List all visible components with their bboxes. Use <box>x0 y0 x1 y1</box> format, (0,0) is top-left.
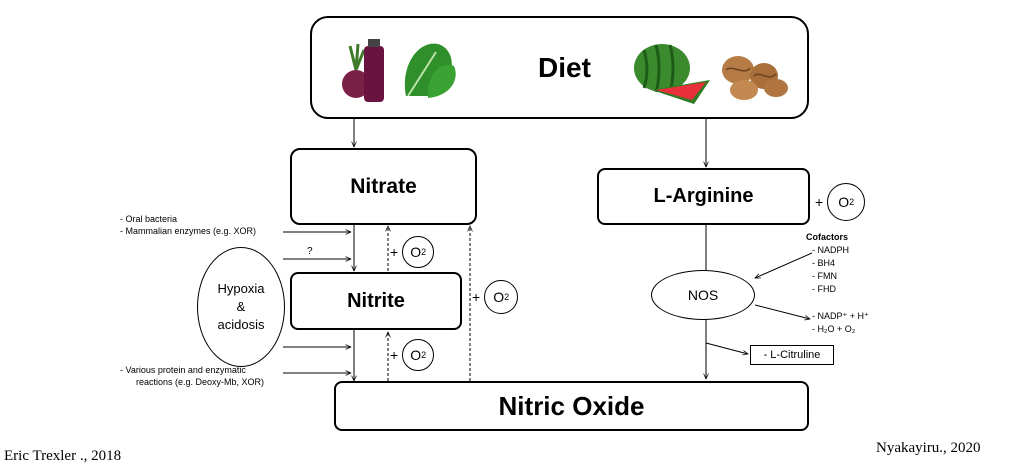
arrow-nos-products <box>754 304 810 319</box>
nitrite-box: Nitrite <box>290 272 462 330</box>
oxygen-subscript: 2 <box>849 197 855 207</box>
nitrate-box: Nitrate <box>290 148 477 225</box>
nitrite-label: Nitrite <box>347 289 405 312</box>
diet-label: Diet <box>538 51 591 83</box>
cofactor-item: - BH4 <box>812 258 836 268</box>
cofactor-item: - FMN <box>812 271 837 281</box>
oxygen-subscript: 2 <box>421 350 427 360</box>
l-arginine-label: L-Arginine <box>653 185 754 207</box>
note-various-reactions: - Various protein and enzymatic <box>120 365 246 375</box>
cofactors-title: Cofactors <box>806 232 849 242</box>
nos-ellipse: NOS <box>651 270 755 320</box>
cofactor-item: - NADPH <box>812 245 850 255</box>
walnuts-icon <box>722 56 788 100</box>
oxygen-symbol: O <box>410 244 422 260</box>
credit-right: Nyakayiru., 2020 <box>876 440 981 456</box>
hypoxia-line3: acidosis <box>217 317 265 332</box>
arrow-cofactors-nos <box>755 252 813 279</box>
oxygen-subscript: 2 <box>421 247 427 257</box>
beetroot-juice-icon <box>342 39 384 102</box>
nitric-oxide-box: Nitric Oxide <box>334 381 809 431</box>
plus-sign: + <box>815 194 824 210</box>
note-deoxy-mb: reactions (e.g. Deoxy-Mb, XOR) <box>136 377 265 387</box>
hypoxia-line2: & <box>236 299 246 314</box>
cofactor-item: - FHD <box>812 284 836 294</box>
oxygen-symbol: O <box>410 347 422 363</box>
citruline-box: - L-Citruline <box>750 345 834 365</box>
plus-sign: + <box>390 347 399 363</box>
oxygen-symbol: O <box>838 194 850 210</box>
product-nadp: - NADP⁺ + H⁺ <box>812 311 869 321</box>
arrow-citruline <box>705 342 748 354</box>
oxygen-subscript: 2 <box>504 292 510 302</box>
l-arginine-box: L-Arginine <box>597 168 810 225</box>
oxygen-symbol: O <box>493 289 505 305</box>
plus-sign: + <box>390 244 399 260</box>
watermelon-icon <box>634 44 710 104</box>
spinach-icon <box>404 43 456 98</box>
note-question: ? <box>307 246 313 257</box>
note-oral-bacteria: - Oral bacteria <box>120 214 178 224</box>
nitric-oxide-label: Nitric Oxide <box>498 390 645 421</box>
citruline-label: - L-Citruline <box>763 349 821 361</box>
credit-left: Eric Trexler ., 2018 <box>4 448 122 464</box>
hypoxia-line1: Hypoxia <box>217 281 265 296</box>
note-mammalian-enzymes: - Mammalian enzymes (e.g. XOR) <box>120 226 257 236</box>
product-water-oxygen: - H₂O + O₂ <box>812 324 856 334</box>
plus-sign: + <box>472 289 481 305</box>
nitrate-label: Nitrate <box>350 174 417 198</box>
hypoxia-ellipse: Hypoxia & acidosis <box>197 247 285 367</box>
nos-label: NOS <box>687 287 719 303</box>
